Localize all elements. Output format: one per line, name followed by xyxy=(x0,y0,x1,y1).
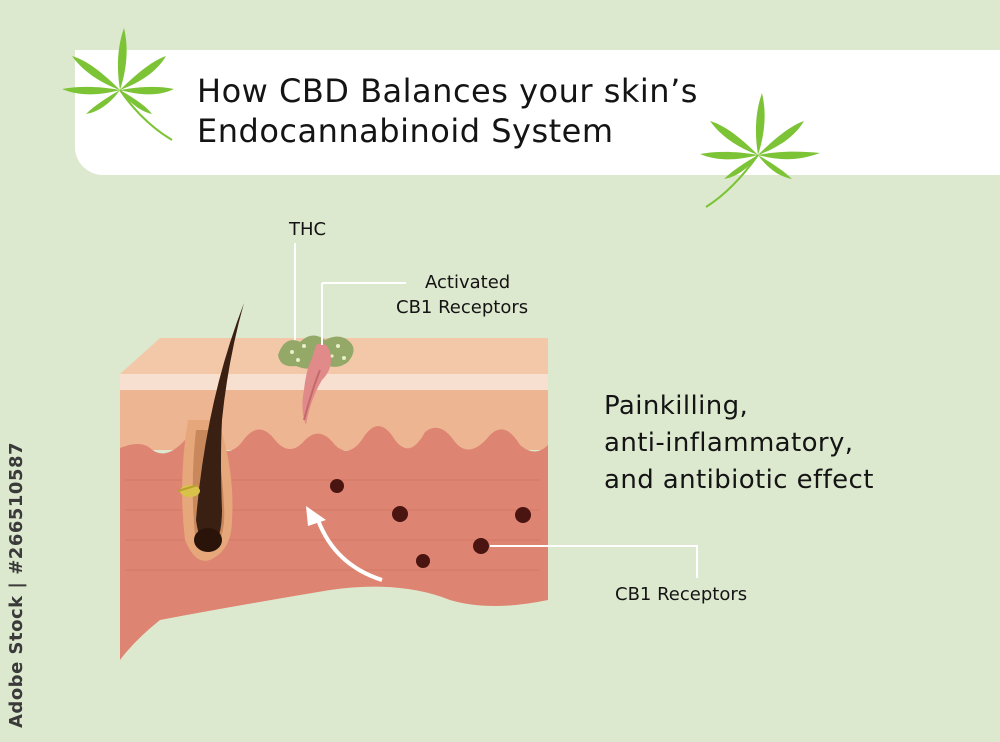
cannabis-leaf-icon xyxy=(700,93,820,208)
cb1-receptor-dot xyxy=(416,554,430,568)
cb1-receptors-label: CB1 Receptors xyxy=(615,584,748,605)
effect-line-1: Painkilling, xyxy=(604,391,749,421)
hair-follicle xyxy=(177,303,244,561)
cb1-receptor-dot xyxy=(515,507,531,523)
cb1-leader-line xyxy=(490,545,698,578)
effect-line-2: anti-inflammatory, xyxy=(604,428,854,458)
title-banner xyxy=(75,50,1000,175)
activated-label-line-1: Activated xyxy=(425,272,511,293)
cb1-receptor-dot xyxy=(392,506,408,522)
title-line-2: Endocannabinoid System xyxy=(197,112,614,150)
thc-molecule-cluster xyxy=(278,335,354,425)
thc-label: THC xyxy=(289,219,327,240)
cb1-receptor-dots xyxy=(330,479,531,568)
activated-leader-line xyxy=(321,282,406,345)
effect-text: Painkilling, anti-inflammatory, and anti… xyxy=(604,388,874,499)
title-line-1: How CBD Balances your skin’s xyxy=(197,72,698,110)
leader-lines xyxy=(294,243,698,578)
activated-label-line-2: CB1 Receptors xyxy=(396,297,529,318)
curved-arrow-icon xyxy=(306,506,383,582)
stock-id-caption: Adobe Stock | #266510587 xyxy=(6,441,27,728)
cb1-receptor-dot xyxy=(330,479,344,493)
cb1-receptor-dot xyxy=(473,538,489,554)
cannabis-leaf-icon xyxy=(62,28,174,141)
skin-cross-section xyxy=(120,303,548,660)
effect-line-3: and antibiotic effect xyxy=(604,465,874,495)
